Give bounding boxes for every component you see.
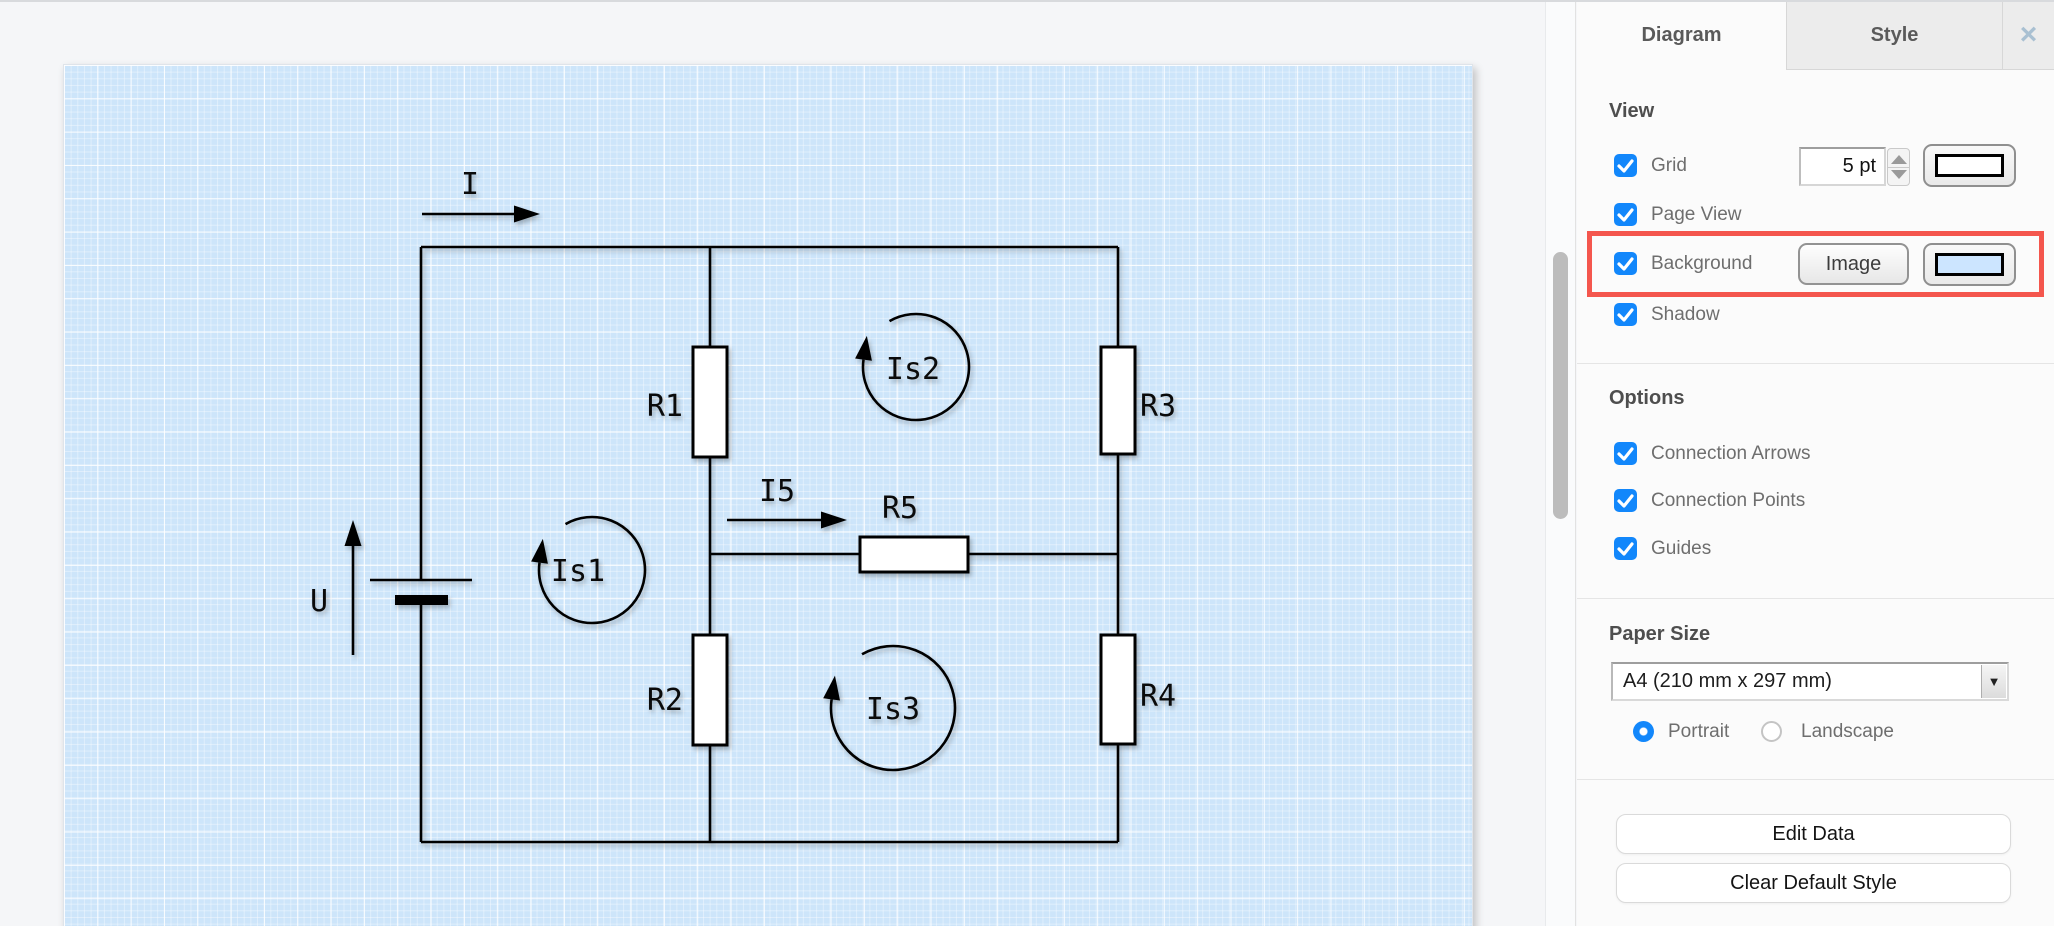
options-heading: Options [1609,387,1685,409]
page-view-label: Page View [1651,204,1742,225]
label-is3[interactable]: Is3 [866,692,920,727]
background-image-button[interactable]: Image [1798,243,1909,285]
grid-label: Grid [1651,155,1687,176]
radio-landscape[interactable] [1761,721,1782,742]
current-arrow-i5-head[interactable] [821,511,847,529]
check-icon [1617,208,1634,222]
section-divider [1577,598,2054,599]
section-divider [1577,363,2054,364]
label-voltage-u[interactable]: U [310,584,328,619]
checkbox-page-view[interactable] [1614,203,1637,226]
portrait-label[interactable]: Portrait [1668,721,1730,742]
tab-diagram[interactable]: Diagram [1577,2,1787,70]
label-r1[interactable]: R1 [647,389,683,424]
view-heading: View [1609,100,1655,122]
loop-arrow-is2[interactable] [861,312,971,422]
checkbox-guides[interactable] [1614,537,1637,560]
grid-color-swatch[interactable] [1923,144,2016,187]
resistor-r2[interactable] [691,633,729,747]
page-background[interactable] [63,64,1473,926]
loop-arrow-is3[interactable] [829,644,957,772]
stepper-down-icon[interactable] [1891,170,1907,179]
circuit-labels[interactable]: I U I5 R1 R2 R3 R4 R5 Is1 Is2 Is3 [310,167,1176,727]
tab-style[interactable]: Style [1787,2,2003,70]
resistor-r4[interactable] [1099,633,1137,746]
current-arrow-i-head[interactable] [514,205,540,223]
radio-portrait[interactable] [1633,721,1654,742]
background-color-swatch[interactable] [1923,243,2016,286]
grid-size-input[interactable]: 5 pt [1799,147,1886,186]
check-icon [1617,494,1634,508]
shadow-label: Shadow [1651,304,1720,325]
checkbox-background[interactable] [1614,252,1637,275]
label-r3[interactable]: R3 [1140,389,1176,424]
paper-size-value: A4 (210 mm x 297 mm) [1623,670,1832,692]
resistors[interactable] [691,345,1137,747]
check-icon [1617,447,1634,461]
edit-data-button[interactable]: Edit Data [1616,814,2011,854]
connection-points-label: Connection Points [1651,490,1806,511]
checkbox-connection-points[interactable] [1614,489,1637,512]
loop-arrow-is2-head[interactable] [855,335,872,361]
label-r4[interactable]: R4 [1140,679,1176,714]
resistor-r3[interactable] [1099,345,1137,456]
battery-symbol[interactable] [370,578,472,605]
checkbox-connection-arrows[interactable] [1614,442,1637,465]
label-current-i[interactable]: I [461,167,479,202]
select-dropdown-icon[interactable]: ▼ [1981,665,2006,698]
label-is1[interactable]: Is1 [551,554,605,589]
paper-size-heading: Paper Size [1609,623,1711,645]
grid-size-stepper[interactable] [1887,148,1910,186]
voltage-arrow-u-head[interactable] [344,520,362,546]
label-current-i5[interactable]: I5 [759,474,795,509]
loop-arrow-is1-head[interactable] [531,538,548,564]
vertical-scrollbar-track[interactable] [1545,2,1576,926]
paper-size-select[interactable]: A4 (210 mm x 297 mm) ▼ [1611,662,2009,701]
background-row-highlight [1587,231,2044,297]
section-divider [1577,779,2054,780]
landscape-label[interactable]: Landscape [1801,721,1894,742]
loop-arrow-is1[interactable] [537,515,647,625]
circuit-wires[interactable] [419,245,1120,844]
resistor-r5[interactable] [858,535,970,574]
resistor-r1[interactable] [691,345,729,459]
diagram-canvas[interactable]: I U I5 R1 R2 R3 R4 R5 Is1 Is2 Is3 [0,2,1545,926]
close-panel-icon[interactable]: × [2003,2,2054,70]
check-icon [1617,257,1634,271]
label-r5[interactable]: R5 [882,491,918,526]
check-icon [1617,542,1634,556]
format-panel: Diagram Style × View Grid 5 pt Page View… [1577,2,2054,926]
connection-arrows-label: Connection Arrows [1651,443,1811,464]
circuit-diagram: I U I5 R1 R2 R3 R4 R5 Is1 Is2 Is3 [310,167,1176,844]
check-icon [1617,308,1634,322]
guides-label: Guides [1651,538,1712,559]
checkbox-shadow[interactable] [1614,303,1637,326]
label-r2[interactable]: R2 [647,683,683,718]
checkbox-grid[interactable] [1614,154,1637,177]
background-label: Background [1651,253,1753,274]
vertical-scrollbar-thumb[interactable] [1553,252,1568,519]
loop-arrow-is3-head[interactable] [823,675,841,701]
clear-default-style-button[interactable]: Clear Default Style [1616,863,2011,903]
label-is2[interactable]: Is2 [886,352,940,387]
check-icon [1617,159,1634,173]
stepper-up-icon[interactable] [1891,155,1907,164]
